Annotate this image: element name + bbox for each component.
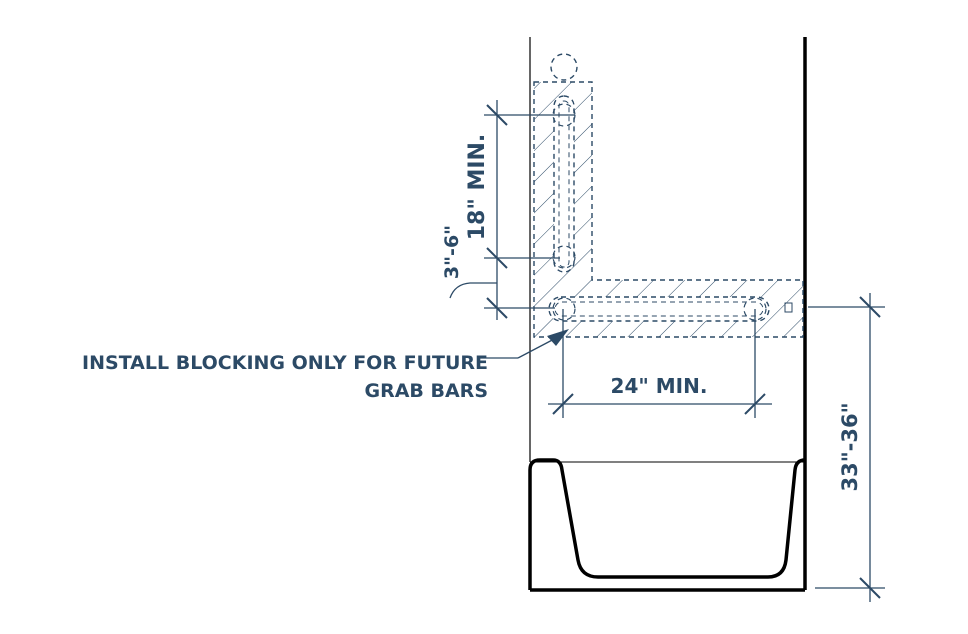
note-line-1: INSTALL BLOCKING ONLY FOR FUTURE [82,352,488,374]
vertical-bar-length-label: 18" MIN. [465,134,490,241]
horizontal-grab-bar [548,296,793,322]
vertical-offset-label: 3"-6" [441,225,463,279]
note-arrow-icon [547,329,569,346]
horizontal-bar-length-label: 24" MIN. [611,374,708,398]
dimension-bar-height [808,293,885,602]
bar-height-label: 33"-36" [838,402,862,491]
note-leader [478,336,559,359]
dimension-horizontal-bar [548,309,772,418]
offset-leader [449,282,497,299]
vertical-grab-bar [550,53,578,273]
note-line-2: GRAB BARS [364,380,488,402]
bathtub [528,458,806,592]
